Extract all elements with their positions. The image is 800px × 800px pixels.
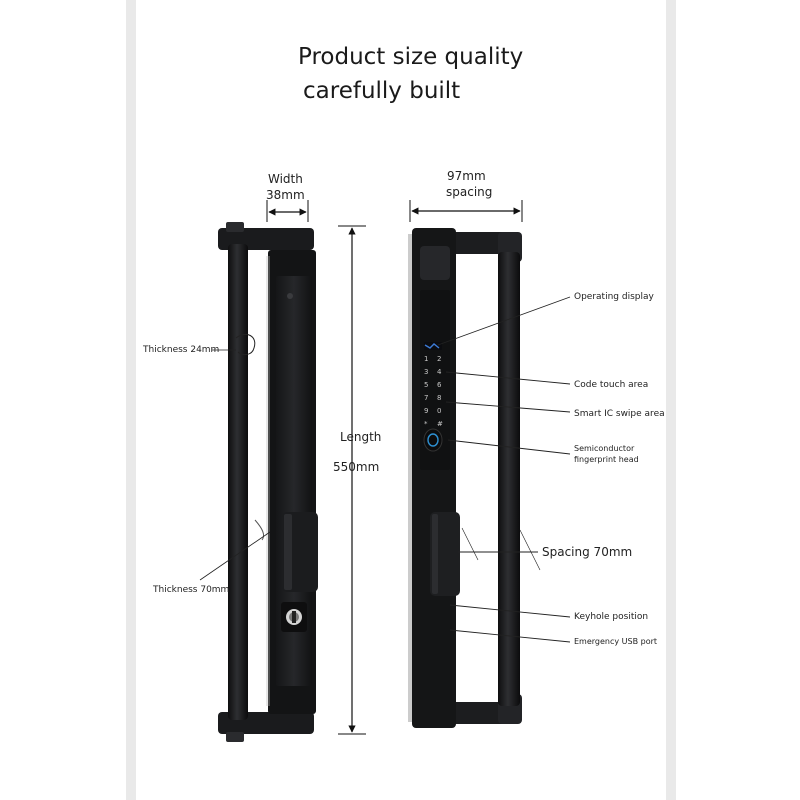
keypad-key: 6 bbox=[437, 381, 442, 389]
spacing-value: 97mm bbox=[447, 169, 486, 183]
left-bottom-cap bbox=[226, 732, 244, 742]
spacing-label: spacing bbox=[446, 185, 493, 199]
keypad-key: 7 bbox=[424, 394, 429, 402]
operating-display bbox=[424, 343, 440, 349]
keypad-key: 3 bbox=[424, 368, 429, 376]
keypad-key: 0 bbox=[437, 407, 442, 415]
right-edge-band bbox=[666, 0, 676, 800]
keypad-key: 1 bbox=[424, 355, 429, 363]
callout-keyhole: Keyhole position bbox=[574, 612, 649, 622]
left-sensor-dot bbox=[287, 293, 293, 299]
callout-fingerprint-line2: fingerprint head bbox=[574, 455, 639, 464]
callout-code-touch-area: Code touch area bbox=[574, 380, 649, 390]
length-label: Length bbox=[340, 430, 382, 444]
callout-fingerprint-line1: Semiconductor bbox=[574, 444, 635, 453]
keypad-key: 5 bbox=[424, 381, 429, 389]
thickness-bottom-label: Thickness 70mm bbox=[153, 585, 230, 595]
title-line-1: Product size quality bbox=[298, 44, 524, 70]
keypad-key: 8 bbox=[437, 394, 442, 402]
length-value: 550mm bbox=[333, 460, 380, 474]
callout-operating-display: Operating display bbox=[574, 292, 654, 302]
left-top-cap bbox=[226, 222, 244, 232]
keypad-panel bbox=[420, 290, 450, 470]
keypad-key: * bbox=[424, 420, 428, 428]
thickness-top-label: Thickness 24mm bbox=[143, 345, 220, 355]
callout-smart-ic: Smart IC swipe area bbox=[574, 409, 665, 419]
left-lock bbox=[199, 222, 318, 742]
callout-lines bbox=[437, 296, 571, 643]
left-edge-band bbox=[126, 0, 136, 800]
title-line-2: carefully built bbox=[303, 78, 461, 104]
keypad-key: # bbox=[437, 420, 443, 428]
fingerprint-icon bbox=[427, 433, 439, 447]
callout-spacing-70: Spacing 70mm bbox=[542, 545, 633, 559]
callout-usb: Emergency USB port bbox=[574, 637, 658, 646]
right-handle-bar bbox=[498, 252, 520, 706]
right-lock bbox=[408, 228, 522, 728]
keypad-key: 4 bbox=[437, 368, 442, 376]
width-value: 38mm bbox=[266, 188, 305, 202]
keypad-key: 2 bbox=[437, 355, 442, 363]
keypad-key: 9 bbox=[424, 407, 429, 415]
width-label: Width bbox=[268, 172, 303, 186]
left-handle-bar bbox=[228, 244, 248, 720]
